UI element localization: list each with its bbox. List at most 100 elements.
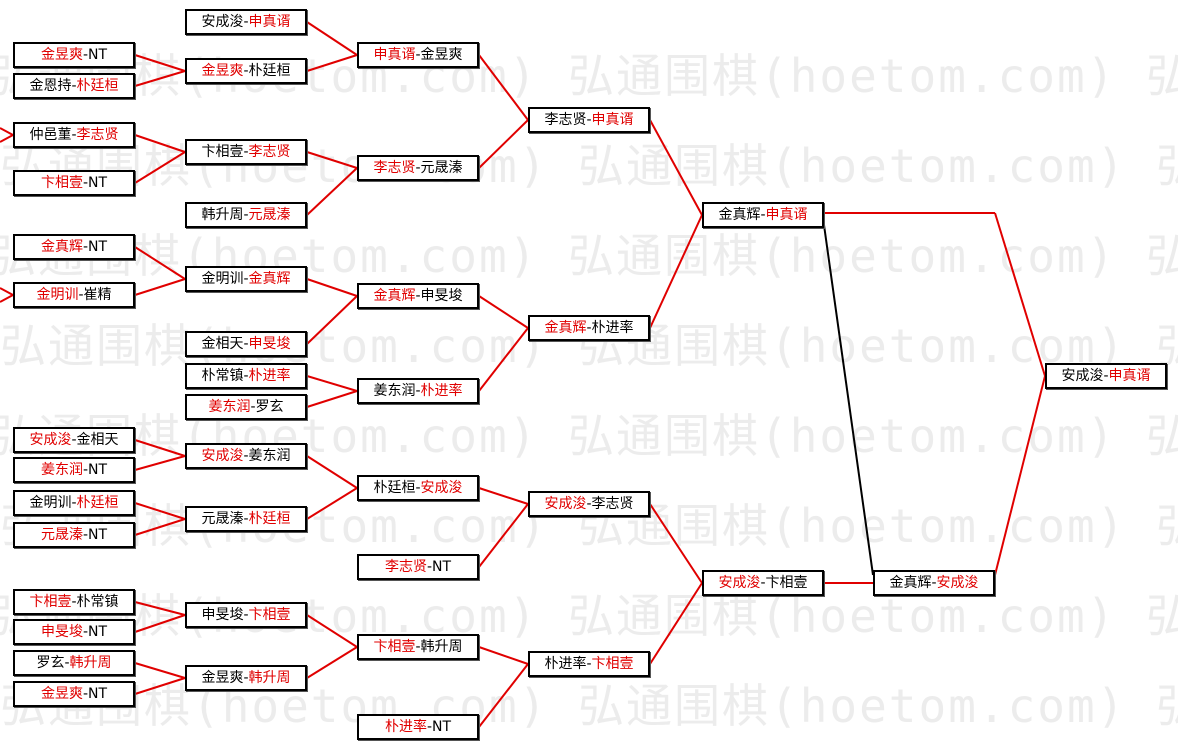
player-a: 金真辉 xyxy=(889,575,932,591)
bracket-line xyxy=(649,119,703,216)
separator: - xyxy=(250,399,256,415)
match-box: 金昱爽-朴廷桓 xyxy=(185,58,307,84)
separator: - xyxy=(586,656,592,672)
bracket-line xyxy=(134,601,186,616)
match-box: 金真辉-安成浚 xyxy=(873,570,995,596)
player-b: NT xyxy=(88,175,108,191)
bracket-line xyxy=(994,375,1046,576)
bracket-line xyxy=(306,375,358,392)
player-b: 韩升周 xyxy=(420,639,463,655)
player-a: 姜东润 xyxy=(40,462,83,478)
separator: - xyxy=(243,63,249,79)
player-b: 崔精 xyxy=(83,287,112,303)
separator: - xyxy=(71,432,77,448)
separator: - xyxy=(931,575,937,591)
player-a: 金昱爽 xyxy=(201,63,244,79)
bracket-line xyxy=(134,518,186,536)
separator: - xyxy=(1103,368,1109,384)
player-a: 卞相壹 xyxy=(201,144,244,160)
match-box: 韩升周-元晟溱 xyxy=(185,202,307,228)
bracket-line xyxy=(306,151,358,169)
bracket-line xyxy=(134,662,186,679)
bracket-line xyxy=(649,582,703,665)
player-a: 安成浚 xyxy=(201,14,244,30)
separator: - xyxy=(415,639,421,655)
player-a: 金明训 xyxy=(29,495,72,511)
bracket-line xyxy=(306,487,358,520)
player-b: NT xyxy=(88,462,108,478)
match-box: 卞相壹-NT xyxy=(13,170,135,196)
bracket-line xyxy=(134,54,186,72)
player-a: 金昱爽 xyxy=(40,47,83,63)
player-b: NT xyxy=(432,719,452,735)
separator: - xyxy=(426,719,433,735)
player-a: 申真谞 xyxy=(373,47,416,63)
bracket-line xyxy=(306,54,358,72)
player-b: 朴廷桓 xyxy=(248,63,291,79)
player-b: 罗玄 xyxy=(255,399,284,415)
player-a: 安成浚 xyxy=(544,496,587,512)
match-box: 申真谞-金昱爽 xyxy=(357,42,479,68)
bracket-line xyxy=(134,677,186,695)
player-a: 元晟溱 xyxy=(40,527,83,543)
player-b: 元晟溱 xyxy=(248,207,291,223)
match-box: 金相天-申旻埈 xyxy=(185,331,307,357)
player-b: 申真谞 xyxy=(591,112,634,128)
match-box: 卞相壹-李志贤 xyxy=(185,139,307,165)
match-box: 卞相壹-韩升周 xyxy=(357,634,479,660)
player-a: 安成浚 xyxy=(1061,368,1104,384)
match-box: 金真辉-朴进率 xyxy=(528,315,650,341)
player-b: NT xyxy=(88,686,108,702)
bracket-line xyxy=(994,212,1046,377)
match-box: 金真辉-申旻埈 xyxy=(357,283,479,309)
match-box: 卞相壹-朴常镇 xyxy=(13,589,135,615)
match-box: 安成浚-姜东润 xyxy=(185,443,307,469)
player-b: 朴进率 xyxy=(248,368,291,384)
player-b: 元晟溱 xyxy=(420,160,463,176)
bracket-line xyxy=(306,455,358,489)
player-b: 申真谞 xyxy=(1108,368,1151,384)
player-b: NT xyxy=(88,527,108,543)
separator: - xyxy=(82,47,89,63)
separator: - xyxy=(415,383,421,399)
player-a: 金真辉 xyxy=(40,239,83,255)
match-box: 金真辉-申真谞 xyxy=(702,202,824,228)
bracket-line xyxy=(306,295,358,345)
match-box: 金昱爽-NT xyxy=(13,42,135,68)
match-box: 金恩持-朴廷桓 xyxy=(13,73,135,99)
player-a: 李志贤 xyxy=(373,160,416,176)
separator: - xyxy=(760,207,766,223)
match-box: 李志贤-元晟溱 xyxy=(357,155,479,181)
bracket-line xyxy=(306,167,358,216)
player-a: 元晟溱 xyxy=(201,511,244,527)
match-box: 安成浚-卞相壹 xyxy=(702,570,824,596)
separator: - xyxy=(243,144,249,160)
player-b: 李志贤 xyxy=(76,127,119,143)
bracket-line xyxy=(134,246,186,280)
match-box: 朴进率-卞相壹 xyxy=(528,651,650,677)
match-box: 元晟溱-NT xyxy=(13,522,135,548)
bracket-line xyxy=(134,70,186,87)
player-a: 李志贤 xyxy=(544,112,587,128)
player-b: 卞相壹 xyxy=(765,575,808,591)
player-b: 韩升周 xyxy=(69,655,112,671)
player-a: 金恩持 xyxy=(29,78,72,94)
separator: - xyxy=(760,575,766,591)
match-box: 金昱爽-NT xyxy=(13,681,135,707)
bracket-line xyxy=(134,614,186,633)
player-b: 李志贤 xyxy=(591,496,634,512)
player-b: 金相天 xyxy=(76,432,119,448)
bracket-line xyxy=(478,54,529,121)
bracket-line xyxy=(0,287,14,296)
bracket-line xyxy=(134,134,186,153)
player-a: 卞相壹 xyxy=(29,594,72,610)
bracket-line xyxy=(306,21,358,56)
separator: - xyxy=(426,559,433,575)
separator: - xyxy=(82,624,89,640)
player-a: 安成浚 xyxy=(201,448,244,464)
separator: - xyxy=(82,527,89,543)
player-b: NT xyxy=(88,47,108,63)
bracket-line xyxy=(0,127,14,136)
separator: - xyxy=(82,175,89,191)
